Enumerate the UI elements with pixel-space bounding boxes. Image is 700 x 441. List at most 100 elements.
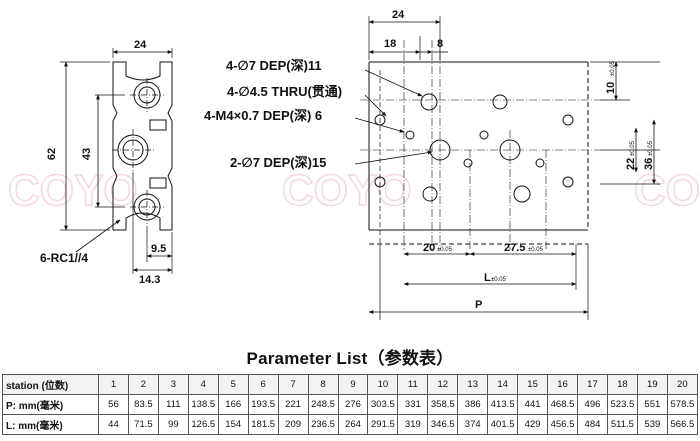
table-cell: 6 xyxy=(247,374,279,395)
table-cell: 56 xyxy=(98,394,129,415)
table-cell: 2 xyxy=(127,374,159,395)
plate-bottom-tolerance-27.5: ±0.05 xyxy=(528,247,544,253)
table-cell: 181.5 xyxy=(247,414,279,435)
table-cell: 71.5 xyxy=(127,414,159,435)
table-cell: 10 xyxy=(367,374,399,395)
left-view-slot-bottom xyxy=(149,177,167,189)
plate-right-dimension-10: 10 xyxy=(605,82,617,94)
left-width-dimension: 24 xyxy=(134,39,147,51)
table-cell: 193.5 xyxy=(247,394,279,415)
plate-bottom-dimension-27.5: 27.5 xyxy=(504,242,525,254)
plate-top-dimension-b: 8 xyxy=(437,38,443,50)
table-cell: 13 xyxy=(457,374,489,395)
table-cell: 511.5 xyxy=(606,414,638,435)
plate-bottom-tolerance-20: ±0.05 xyxy=(437,247,453,253)
callout-hole-7-dep11: 4-∅7 DEP(深)11 xyxy=(226,58,322,73)
table-cell: 126.5 xyxy=(187,414,219,435)
table-cell: 346.5 xyxy=(427,414,459,435)
table-cell: 9 xyxy=(337,374,369,395)
table-cell: 221 xyxy=(277,394,309,415)
plate-hole-4.5-b xyxy=(374,176,386,188)
table-cell: 4 xyxy=(187,374,219,395)
table-cell: 276 xyxy=(337,394,369,415)
table-cell: 401.5 xyxy=(487,414,519,435)
table-cell: 523.5 xyxy=(606,394,638,415)
plate-total-dimension: P xyxy=(475,299,482,311)
table-cell: 386 xyxy=(457,394,489,415)
table-cell: 8 xyxy=(307,374,339,395)
table-cell: 578.5 xyxy=(666,394,699,415)
table-cell: 319 xyxy=(397,414,429,435)
table-cell: 154 xyxy=(217,414,249,435)
table-cell: 83.5 xyxy=(127,394,159,415)
watermark-text-center: COYO xyxy=(282,166,412,215)
table-cell: 236.5 xyxy=(307,414,339,435)
table-cell: 551 xyxy=(636,394,668,415)
left-offset-small-dimension: 9.5 xyxy=(151,243,166,255)
table-cell: 12 xyxy=(427,374,459,395)
watermark-text-right: COYO xyxy=(634,166,700,215)
table-cell: 18 xyxy=(606,374,638,395)
table-cell: 14 xyxy=(487,374,519,395)
plate-right-tolerance-10: ±0.05 xyxy=(610,60,616,76)
table-cell: 166 xyxy=(217,394,249,415)
table-cell: 20 xyxy=(666,374,699,395)
technical-drawing: COYO COYO COYO xyxy=(7,9,700,320)
table-cell: 209 xyxy=(277,414,309,435)
table-cell: 1 xyxy=(98,374,129,395)
table-cell: 17 xyxy=(577,374,608,395)
table-cell: 11 xyxy=(397,374,429,395)
table-cell: 291.5 xyxy=(367,414,399,435)
table-cell: 3 xyxy=(157,374,189,395)
plate-right-dimension-22: 22 xyxy=(625,158,637,170)
table-row-header: station (位数) xyxy=(2,374,99,395)
plate-hole-4.5-c xyxy=(562,114,574,126)
plate-hole-4.5-d xyxy=(562,176,574,188)
table-cell: 468.5 xyxy=(547,394,578,415)
plate-hole-m4-a xyxy=(405,130,415,140)
plate-hole-m4-c xyxy=(479,130,489,140)
table-cell: 15 xyxy=(517,374,549,395)
plate-right-tolerance-22: ±0.05 xyxy=(630,140,636,156)
left-view-slot-top xyxy=(149,119,167,131)
left-port-label: 6-RC1//4 xyxy=(40,251,88,265)
table-row-header: P: mm(毫米) xyxy=(2,394,99,415)
plate-right-dimension-36: 36 xyxy=(643,158,655,170)
table-cell: 566.5 xyxy=(666,414,699,435)
plate-hole-7-dep11-d xyxy=(422,186,438,202)
table-cell: 264 xyxy=(337,414,369,435)
plate-hole-m4-b xyxy=(463,158,473,168)
callout-m4-tapped: 4-M4×0.7 DEP(深) 6 xyxy=(204,108,322,123)
table-cell: 429 xyxy=(517,414,549,435)
table-cell: 331 xyxy=(397,394,429,415)
plate-hole-7-dep11-a xyxy=(420,93,438,111)
left-view-outline xyxy=(112,61,173,231)
table-cell: 16 xyxy=(547,374,578,395)
plate-hole-7-dep11-c xyxy=(492,94,508,110)
table-cell: 138.5 xyxy=(187,394,219,415)
left-height-inner-dimension: 43 xyxy=(81,148,93,160)
table-cell: 374 xyxy=(457,414,489,435)
plate-length-tolerance: ±0.05 xyxy=(491,277,507,283)
table-cell: 248.5 xyxy=(307,394,339,415)
watermark-text-left: COYO xyxy=(8,166,138,215)
table-cell: 496 xyxy=(577,394,608,415)
table-cell: 456.5 xyxy=(547,414,578,435)
plate-bottom-dimension-20: 20 xyxy=(423,242,435,254)
table-row-header: L: mm(毫米) xyxy=(2,414,99,435)
table-cell: 99 xyxy=(157,414,189,435)
table-cell: 413.5 xyxy=(487,394,519,415)
plate-length-dimension: L xyxy=(484,272,491,284)
top-plan-view xyxy=(354,16,660,320)
plate-hole-7-dep11-b xyxy=(513,185,531,203)
left-height-outer-dimension: 62 xyxy=(46,148,58,160)
callout-hole-4.5-thru: 4-∅4.5 THRU(贯通) xyxy=(227,84,342,99)
left-end-view xyxy=(60,48,173,274)
callout-hole-7-dep15: 2-∅7 DEP(深)15 xyxy=(230,155,326,170)
parameter-list-title: Parameter List（参数表） xyxy=(246,349,454,368)
plate-hole-7-dep15-b xyxy=(499,139,521,161)
